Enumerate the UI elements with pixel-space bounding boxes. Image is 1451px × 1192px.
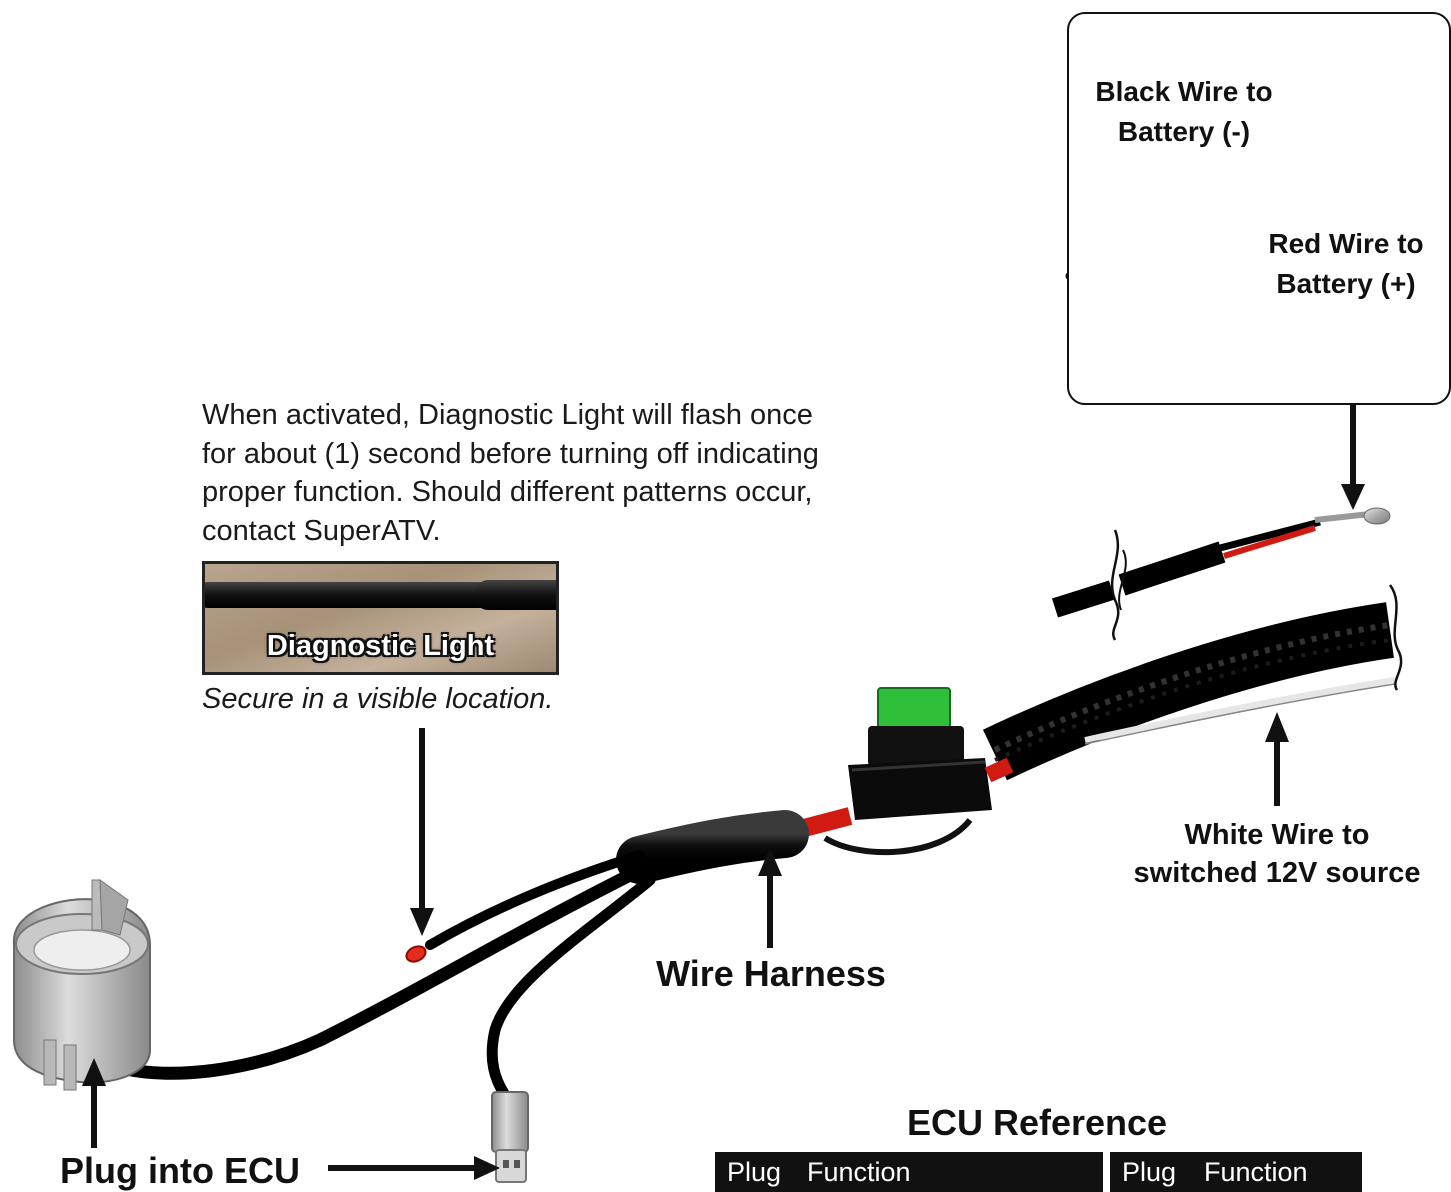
description-line: When activated, Diagnostic Light will fl… xyxy=(202,399,813,431)
description-line: proper function. Should different patter… xyxy=(202,476,813,508)
photo-cable xyxy=(205,582,495,608)
black-wire-label: Black Wire to Battery (-) xyxy=(1076,72,1292,152)
ecu-table-header-right: Plug Function xyxy=(1110,1152,1362,1192)
red-wire-label-line: Red Wire to xyxy=(1268,228,1424,259)
red-wire-label: Red Wire to Battery (+) xyxy=(1250,224,1442,304)
battery-callout-box xyxy=(1067,12,1451,405)
header-plug: Plug xyxy=(727,1156,782,1187)
ecu-table-title: ECU Reference xyxy=(906,1102,1168,1143)
photo-cable-end xyxy=(475,580,556,610)
diagnostic-description: When activated, Diagnostic Light will fl… xyxy=(202,396,902,550)
white-wire-label: White Wire to switched 12V source xyxy=(1110,816,1444,892)
arrow-plug-ecu xyxy=(82,1058,106,1148)
white-wire-label-line: White Wire to xyxy=(1184,819,1370,851)
fuse-holder xyxy=(782,687,1014,856)
arrow-diagnostic-light xyxy=(410,728,434,936)
ecu-table-header-left: Plug Function xyxy=(715,1152,1103,1192)
diagnostic-light-photo: Diagnostic Light xyxy=(202,561,559,675)
placement-note: Secure in a visible location. xyxy=(202,683,554,715)
header-plug: Plug xyxy=(1122,1156,1177,1187)
corrugated-loom xyxy=(982,584,1403,781)
red-wire-label-line: Battery (+) xyxy=(1276,268,1416,299)
ecu-plug-bracket xyxy=(13,878,151,1091)
description-line: for about (1) second before turning off … xyxy=(202,437,819,470)
black-wire-label-line: Battery (-) xyxy=(1117,116,1251,147)
photo-label: Diagnostic Light xyxy=(266,630,495,662)
arrow-small-connector xyxy=(328,1156,500,1180)
wire-harness-label: Wire Harness xyxy=(656,953,886,994)
header-function: Function xyxy=(807,1156,911,1187)
arrow-white-wire xyxy=(1265,712,1289,806)
plug-ecu-label: Plug into ECU xyxy=(60,1150,300,1191)
header-function: Function xyxy=(1204,1156,1308,1187)
battery-lead-segment xyxy=(1051,507,1391,641)
arrow-wire-harness xyxy=(758,848,782,948)
callout-arrow xyxy=(1341,404,1365,510)
description-line: contact SuperATV. xyxy=(202,514,441,547)
main-harness xyxy=(115,810,809,1101)
white-wire-label-line: switched 12V source xyxy=(1133,857,1421,889)
black-wire-label-line: Black Wire to xyxy=(1095,76,1273,107)
small-connector xyxy=(491,1091,529,1183)
